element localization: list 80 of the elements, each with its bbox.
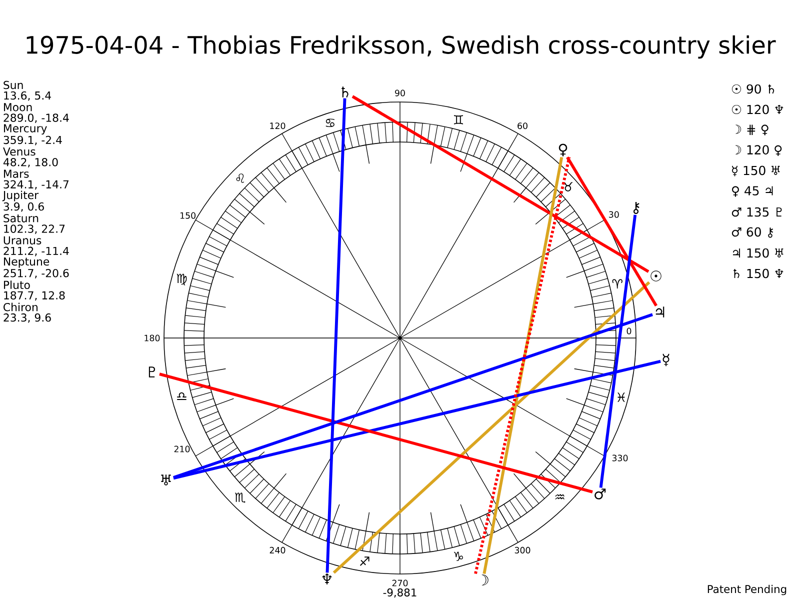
degree-label: 240: [270, 546, 286, 554]
planet-name: Moon: [4, 103, 32, 112]
planet-name: Neptune: [4, 257, 50, 268]
degree-label: 30: [609, 211, 619, 218]
zodiac-sign: ♊: [454, 115, 463, 124]
aspect-line: [566, 156, 658, 306]
zodiac-sign: ♓: [618, 392, 625, 402]
aspect-entry: ☉ 90 ♄: [732, 84, 774, 94]
zodiac-sign: ♌: [236, 174, 244, 183]
zodiac-sign: ♎: [177, 392, 186, 400]
zodiac-sign: ♑: [454, 552, 463, 561]
zodiac-sign: ♉: [563, 182, 572, 192]
chart-value: -9,881: [383, 588, 416, 598]
zodiac-sign: ♋: [326, 118, 334, 127]
aspect-entry: ♄ 150 ♆: [734, 268, 784, 278]
aspect-entry: ♃ 150 ♅: [733, 248, 784, 258]
coordinate-value: 48.2, 18.0: [3, 158, 58, 168]
planet-glyph: ☽: [482, 574, 488, 586]
degree-label: 210: [174, 446, 190, 452]
degree-label: 270: [392, 580, 408, 586]
aspect-line: [352, 95, 650, 273]
aspect-line: [332, 281, 650, 574]
aspect-line: [482, 156, 564, 574]
coordinate-value: 23.3, 9.6: [4, 313, 51, 323]
title: 1975-04-04 - Thobias Fredriksson, Swedish cross-country skier: [26, 35, 776, 59]
planet-name: Mars: [4, 170, 29, 178]
zodiac-sign: ♒: [555, 494, 564, 500]
planet-glyph: ♇: [148, 366, 156, 378]
planet-glyph: ♃: [656, 306, 664, 318]
aspect-line: [173, 360, 661, 480]
planet-glyph: ♀: [558, 144, 568, 156]
aspect-entry: ☽ ⋕ ♀: [735, 124, 768, 136]
aspect-entry: ♀ 45 ♃: [732, 186, 773, 197]
aspect-line: [599, 214, 637, 488]
coordinate-value: 289.0, -18.4: [4, 114, 69, 123]
aspect-line: [173, 313, 653, 479]
coordinate-value: 13.6, 5.4: [4, 91, 51, 101]
degree-label: 330: [612, 454, 628, 462]
planet-glyph: ☉: [650, 270, 662, 282]
coordinate-value: 102.3, 22.7: [4, 224, 65, 234]
degree-label: 180: [144, 334, 160, 342]
planet-glyph: ♆: [322, 574, 332, 584]
planet-name: Sun: [4, 80, 23, 90]
degree-label: 150: [180, 212, 196, 219]
degree-label: 300: [514, 546, 530, 554]
aspect-entry: ☉ 120 ♆: [732, 104, 784, 114]
zodiac-sign: ♐: [360, 556, 370, 566]
planet-glyph: ♅: [161, 474, 171, 486]
planet-glyph: ♂: [594, 488, 606, 500]
coordinate-value: 359.1, -2.4: [4, 136, 62, 146]
aspect-entry: ♂ 135 ♇: [732, 207, 782, 217]
planet-name: Venus: [3, 148, 36, 156]
planet-name: Uranus: [4, 236, 42, 244]
coordinate-value: 211.2, -11.4: [4, 246, 69, 256]
aspect-entry: ♂ 60 ⚷: [732, 227, 774, 238]
degree-label: 60: [518, 122, 528, 130]
aspect-line: [474, 156, 571, 574]
planet-name: Jupiter: [2, 190, 39, 202]
planet-name: Mercury: [4, 124, 47, 135]
planet-name: Pluto: [4, 280, 30, 290]
degree-label: 120: [270, 122, 286, 130]
footer-note: Patent Pending: [708, 584, 786, 596]
coordinate-value: 251.7, -20.6: [4, 269, 69, 278]
planet-name: Saturn: [4, 214, 38, 222]
planet-glyph: ⚷: [633, 202, 640, 214]
aspect-entry: ☽ 120 ♀: [735, 145, 782, 156]
degree-label: 90: [395, 90, 405, 96]
aspect-line: [159, 372, 593, 494]
zodiac-sign: ♏: [234, 492, 246, 504]
aspect-line: [326, 98, 346, 573]
planet-name: Chiron: [4, 302, 38, 312]
coordinate-value: 3.9, 0.6: [4, 202, 44, 212]
planet-glyph: ☿: [662, 354, 670, 366]
aspect-entry: ☿ 150 ♅: [732, 166, 780, 176]
degree-label: 0: [626, 328, 632, 334]
planet-glyph: ♄: [342, 86, 348, 98]
coordinate-value: 187.7, 12.8: [4, 291, 65, 301]
coordinate-value: 324.1, -14.7: [4, 180, 69, 190]
zodiac-sign: ♍: [176, 274, 187, 286]
zodiac-sign: ♈: [612, 279, 622, 288]
